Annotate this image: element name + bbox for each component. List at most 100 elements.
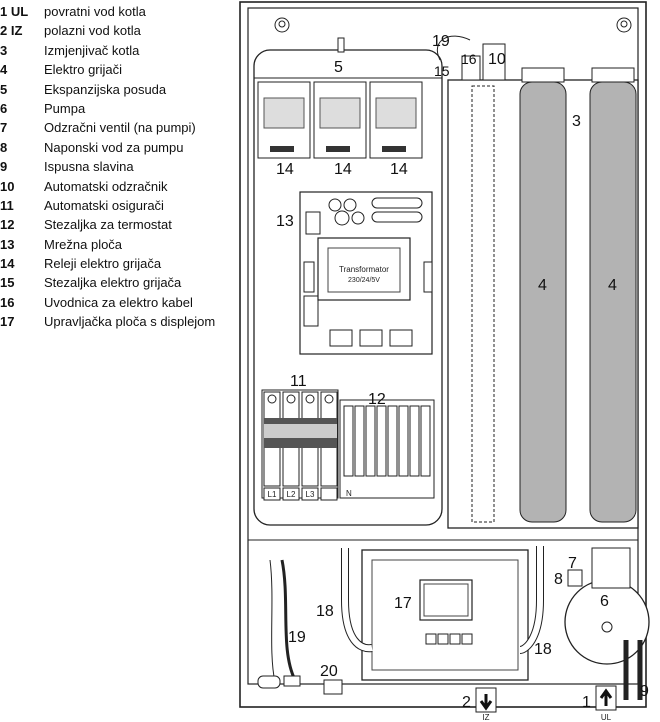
transformer-spec: 230/24/5V — [348, 277, 380, 284]
callout-1: 1 — [582, 694, 591, 711]
callout-15: 15 — [434, 63, 450, 79]
callout-11: 11 — [290, 373, 307, 390]
legend-text: Pumpa — [44, 100, 86, 116]
callout-2: 2 — [462, 694, 471, 711]
legend-row: 4 Elektro grijači — [0, 60, 240, 79]
exchanger-inner-dashed — [471, 85, 495, 523]
terminal-columns — [343, 405, 431, 477]
legend-row: 14 Releji elektro grijača — [0, 254, 240, 273]
legend-text: Stezaljka za termostat — [44, 217, 172, 233]
legend-text: Elektro grijači — [44, 62, 123, 78]
fuse-label-n: N — [346, 489, 352, 498]
fuse-label-l3: L3 — [306, 490, 315, 499]
callout-14-c: 14 — [390, 161, 408, 178]
heater-rod-right — [589, 81, 637, 523]
callout-12: 12 — [368, 391, 386, 408]
callout-18-left: 18 — [316, 603, 334, 620]
top-fittings — [461, 43, 506, 81]
legend-text: Izmjenjivač kotla — [44, 42, 140, 58]
pipe-label-ul: UL — [601, 713, 612, 722]
legend-row: 16 Uvodnica za elektro kabel — [0, 293, 240, 312]
legend-number: 10 — [0, 178, 15, 194]
legend-number: 7 — [0, 120, 8, 136]
cable-19-bottom — [280, 559, 297, 681]
drain-cap — [323, 679, 343, 695]
mains-board-components — [303, 197, 433, 347]
legend-number: 12 — [0, 217, 15, 233]
legend-number: 2 IZ — [0, 23, 23, 39]
legend-number: 3 — [0, 42, 8, 58]
legend-row: 3 Izmjenjivač kotla — [0, 41, 240, 60]
legend-text: Upravljačka ploča s displejom — [44, 314, 216, 330]
legend-text: Releji elektro grijača — [44, 256, 162, 272]
legend-text: Uvodnica za elektro kabel — [44, 294, 193, 310]
pipe-label-iz: IZ — [482, 713, 489, 722]
pump-power — [567, 569, 583, 587]
legend-row: 6 Pumpa — [0, 99, 240, 118]
legend-number: 16 — [0, 294, 15, 310]
terminal-block — [339, 399, 435, 499]
pump-vent — [591, 547, 631, 589]
callout-7: 7 — [568, 555, 577, 572]
legend-text: Automatski osigurači — [44, 197, 164, 213]
legend-row: 12 Stezaljka za termostat — [0, 215, 240, 234]
legend-row: 7 Odzračni ventil (na pumpi) — [0, 118, 240, 137]
legend-number: 14 — [0, 256, 15, 272]
legend-text: Ekspanzijska posuda — [44, 81, 167, 97]
cable-19-top — [436, 35, 471, 61]
heater-rod-left — [519, 81, 567, 523]
legend-text: Ispusna slavina — [44, 159, 134, 175]
legend-number: 9 — [0, 159, 8, 175]
legend-text: povratni vod kotla — [44, 4, 146, 19]
fuse-label-l2: L2 — [287, 490, 296, 499]
callout-14-a: 14 — [276, 161, 294, 178]
legend-text: Naponski vod za pumpu — [44, 139, 184, 155]
transformer-title: Transformator — [339, 265, 389, 274]
legend-row: 5 Ekspanzijska posuda — [0, 80, 240, 99]
legend-number: 5 — [0, 81, 8, 97]
legend-number: 17 — [0, 314, 15, 330]
legend-row: 9 Ispusna slavina — [0, 157, 240, 176]
legend-number: 13 — [0, 236, 15, 252]
callout-6: 6 — [600, 593, 609, 610]
legend-row: 1 UL povratni vod kotla — [0, 2, 240, 21]
legend-row: 10 Automatski odzračnik — [0, 177, 240, 196]
callout-20: 20 — [320, 663, 338, 680]
return-arrow-icon — [599, 688, 613, 706]
legend-row: 8 Naponski vod za pumpu — [0, 138, 240, 157]
callout-4-left: 4 — [538, 277, 547, 294]
callout-5: 5 — [334, 59, 343, 76]
legend-text: Odzračni ventil (na pumpi) — [44, 120, 196, 136]
legend-text: polazni vod kotla — [44, 23, 141, 39]
fuse-label-l1: L1 — [268, 490, 277, 499]
legend-number: 11 — [0, 197, 14, 213]
outflow-arrow-icon — [479, 694, 493, 711]
callout-13: 13 — [276, 213, 294, 230]
heater-rod-terminals — [521, 67, 635, 83]
legend: 1 UL povratni vod kotla 2 IZ polazni vod ko… — [0, 2, 240, 332]
legend-text: Mrežna ploča — [44, 236, 123, 252]
legend-row: 17 Upravljačka ploča s displejom — [0, 312, 240, 331]
callout-19-top: 19 — [432, 33, 450, 50]
legend-row: 13 Mrežna ploča — [0, 235, 240, 254]
callout-19-bottom: 19 — [288, 629, 306, 646]
legend-row: 11 Automatski osigurači — [0, 196, 240, 215]
legend-number: 1 UL — [0, 4, 29, 19]
legend-number: 15 — [0, 275, 15, 291]
legend-number: 8 — [0, 139, 8, 155]
callout-10: 10 — [488, 51, 506, 68]
legend-row: 2 IZ polazni vod kotla — [0, 21, 240, 40]
callout-17: 17 — [394, 595, 412, 612]
control-buttons — [425, 633, 473, 645]
relay-details — [263, 97, 417, 152]
legend-number: 6 — [0, 100, 8, 116]
callout-18-right: 18 — [534, 641, 552, 658]
legend-number: 4 — [0, 62, 8, 78]
callout-4-right: 4 — [608, 277, 617, 294]
callout-3: 3 — [572, 113, 581, 130]
callout-9: 9 — [640, 683, 649, 700]
callout-14-b: 14 — [334, 161, 352, 178]
legend-text: Automatski odzračnik — [44, 178, 168, 194]
